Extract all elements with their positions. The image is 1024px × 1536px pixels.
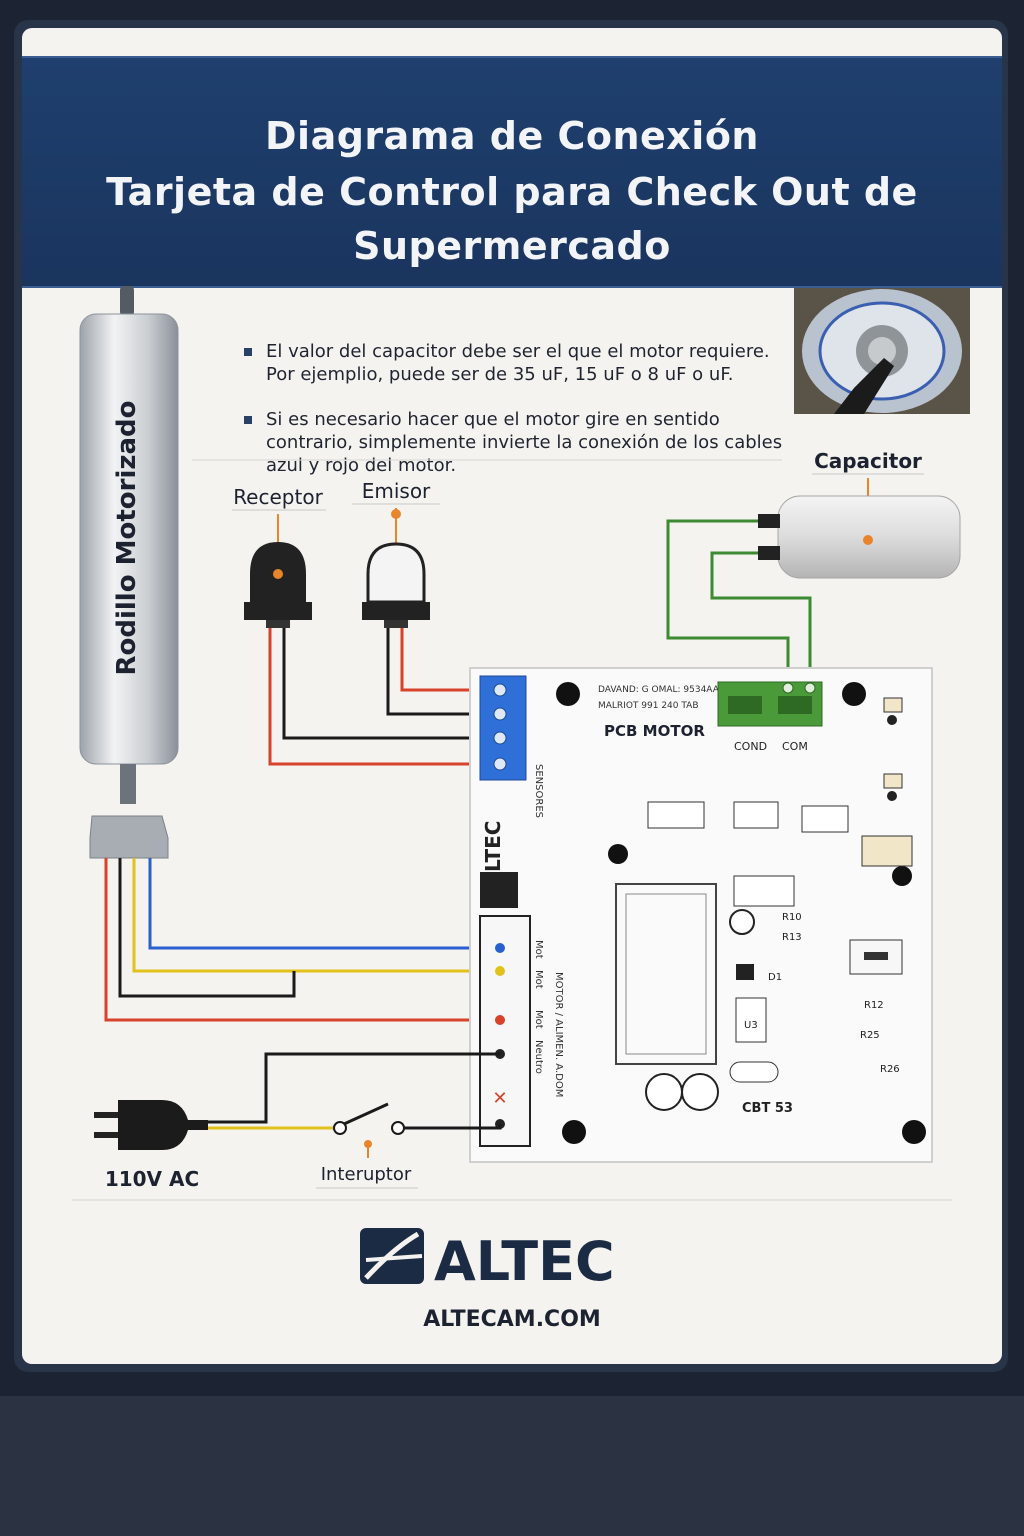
- part-d1: D1: [768, 972, 782, 983]
- capacitor-photo: [794, 288, 970, 414]
- title-line-1: Diagrama de Conexión: [265, 114, 759, 158]
- roller-label: Rodillo Motorizado: [112, 400, 142, 675]
- brand-site[interactable]: ALTECAM.COM: [423, 1307, 601, 1332]
- capacitor-component: Capacitor: [758, 449, 961, 579]
- altec-logo: ALTEC ALTECAM.COM: [360, 1228, 615, 1332]
- diagram-card: Diagrama de Conexión Tarjeta de Control …: [22, 28, 1002, 1364]
- capacitor-terminal-block[interactable]: COND COM: [717, 681, 823, 753]
- sensores-label: SENSORES: [533, 764, 544, 818]
- part-r12: R12: [864, 1000, 884, 1011]
- switch-label: Interuptor: [321, 1164, 412, 1185]
- emisor-label: Emisor: [362, 479, 431, 503]
- mot-label-3: Mot: [533, 1010, 544, 1029]
- header-banner: Diagrama de Conexión Tarjeta de Control …: [22, 56, 1002, 288]
- motorized-roller: Rodillo Motorizado: [79, 286, 179, 859]
- cond-label: COND: [734, 740, 767, 753]
- part-r26: R26: [880, 1064, 900, 1075]
- power-label: 110V AC: [105, 1167, 199, 1191]
- note-reverse: Si es necesario hacer que el motor gire …: [242, 408, 802, 477]
- capacitor-label: Capacitor: [814, 449, 922, 473]
- pcb-components: R10 R13 R12 R25 R26 U3 D1 CBT 53: [615, 697, 913, 1116]
- mot-label-1: Mot: [533, 940, 544, 959]
- com-label: COM: [782, 740, 808, 753]
- unused-terminal-mark: ✕: [492, 1088, 507, 1109]
- motor-power-terminal[interactable]: ✕ Mot Mot Mot Neutro MOTOR / ALIMEN. A.D…: [479, 915, 564, 1147]
- power-wires: [208, 1052, 502, 1130]
- title-line-3: Supermercado: [353, 224, 671, 268]
- part-u3: U3: [744, 1020, 758, 1031]
- notes-list: El valor del capacitor debe ser el que e…: [242, 340, 802, 499]
- emisor-sensor: Emisor: [352, 479, 440, 628]
- note-capacitor: El valor del capacitor debe ser el que e…: [242, 340, 802, 386]
- receptor-sensor: Receptor: [232, 485, 326, 628]
- pcb-top-text-2: MALRIOT 991 240 TAB: [598, 701, 699, 711]
- motor-alimen-label: MOTOR / ALIMEN. A.DOM: [553, 972, 564, 1097]
- pcb-code: CBT 53: [742, 1101, 793, 1116]
- page-footer-band: [0, 1396, 1024, 1536]
- motor-wires: [104, 858, 500, 1022]
- power-switch[interactable]: Interuptor: [316, 1102, 418, 1189]
- part-r10: R10: [782, 912, 802, 923]
- power-plug: 110V AC: [94, 1100, 208, 1191]
- sensor-terminal-block[interactable]: [479, 675, 527, 781]
- pcb-top-text-1: DAVAND: G OMAL: 9534AA.: [598, 685, 722, 695]
- title-line-2: Tarjeta de Control para Check Out de: [106, 170, 918, 214]
- part-r13: R13: [782, 932, 802, 943]
- capacitor-wires: [666, 519, 812, 688]
- pcb-name: PCB MOTOR: [604, 722, 705, 740]
- neutro-label: Neutro: [533, 1040, 544, 1074]
- brand-name: ALTEC: [434, 1230, 615, 1293]
- receptor-label: Receptor: [233, 485, 323, 509]
- mot-label-2: Mot: [533, 970, 544, 989]
- sensor-wires: [268, 628, 482, 766]
- part-r25: R25: [860, 1030, 880, 1041]
- wiring-diagram: Rodillo Motorizado Receptor Emisor: [72, 286, 961, 1332]
